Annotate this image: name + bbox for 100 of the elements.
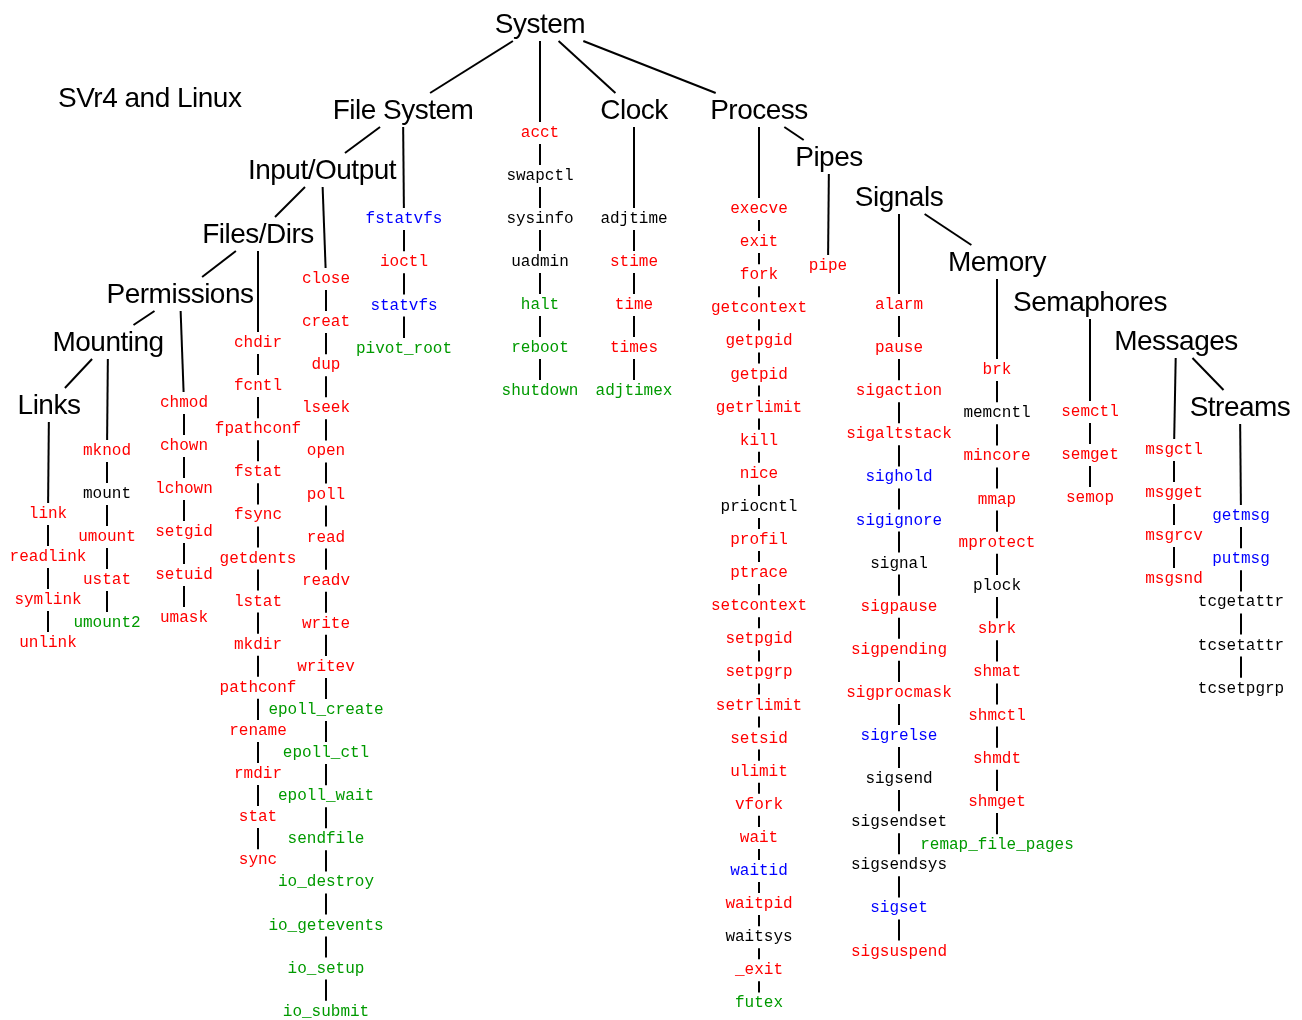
connector-line bbox=[898, 358, 900, 382]
connector-line bbox=[257, 827, 259, 851]
connector-line bbox=[758, 616, 760, 630]
category-heading: Links bbox=[17, 391, 81, 419]
connector-line bbox=[758, 947, 760, 961]
syscall-name: stat bbox=[238, 809, 278, 826]
syscall-name: setrlimit bbox=[715, 697, 803, 714]
connector-line bbox=[633, 126, 635, 209]
syscall-name: rmdir bbox=[234, 766, 282, 782]
syscall-name: chdir bbox=[234, 335, 282, 351]
connector-line bbox=[325, 504, 327, 528]
connector-line bbox=[325, 892, 327, 916]
syscall-name: dup bbox=[311, 357, 341, 374]
connector-line bbox=[325, 676, 327, 700]
connector-line bbox=[325, 720, 327, 744]
syscall-name: setgid bbox=[155, 524, 213, 540]
connector-line bbox=[257, 568, 259, 592]
connector-line bbox=[758, 483, 760, 497]
connector-line bbox=[132, 310, 156, 326]
syscall-name: msgctl bbox=[1145, 442, 1203, 458]
connector-line bbox=[758, 682, 760, 696]
syscall-name: write bbox=[302, 615, 350, 632]
connector-line bbox=[1240, 569, 1242, 593]
connector-line bbox=[325, 461, 327, 485]
connector-line bbox=[898, 789, 900, 813]
syscall-name: adjtime bbox=[600, 211, 668, 227]
syscall-name: fpathconf bbox=[214, 421, 302, 438]
syscall-name: pause bbox=[875, 340, 923, 357]
connector-line bbox=[257, 654, 259, 678]
connector-line bbox=[1173, 503, 1175, 526]
connector-line bbox=[758, 748, 760, 762]
connector-line bbox=[403, 315, 405, 339]
category-heading: Input/Output bbox=[247, 156, 397, 184]
syscall-name: io_setup bbox=[287, 960, 365, 977]
syscall-name: vfork bbox=[735, 796, 783, 813]
connector-line bbox=[257, 697, 259, 721]
syscall-name: lseek bbox=[302, 400, 350, 417]
connector-line bbox=[106, 358, 109, 441]
syscall-name: sysinfo bbox=[506, 211, 574, 227]
connector-line bbox=[257, 784, 259, 808]
connector-line bbox=[898, 918, 900, 942]
connector-line bbox=[758, 550, 760, 564]
syscall-name: unlink bbox=[19, 635, 77, 651]
syscall-name: fstatvfs bbox=[365, 211, 443, 227]
syscall-name: getmsg bbox=[1212, 508, 1270, 524]
syscall-name: mount bbox=[83, 486, 131, 502]
connector-line bbox=[758, 285, 760, 299]
syscall-name: epoll_create bbox=[268, 702, 384, 718]
syscall-name: sync bbox=[238, 852, 278, 869]
syscall-name: shutdown bbox=[501, 383, 579, 399]
syscall-name: reboot bbox=[511, 340, 569, 356]
syscall-name: fstat bbox=[234, 464, 282, 481]
syscall-name: fcntl bbox=[234, 378, 282, 395]
connector-line bbox=[325, 806, 327, 830]
syscall-name: sighold bbox=[865, 469, 933, 486]
syscall-name: msgsnd bbox=[1145, 571, 1203, 587]
connector-line bbox=[758, 351, 760, 365]
connector-line bbox=[63, 358, 94, 389]
connector-line bbox=[539, 229, 541, 252]
connector-line bbox=[325, 978, 327, 1002]
connector-line bbox=[758, 450, 760, 464]
syscall-name: shmdt bbox=[973, 750, 1021, 767]
syscall-name: sigset bbox=[870, 900, 928, 917]
connector-line bbox=[557, 40, 617, 94]
category-heading: Memory bbox=[947, 248, 1047, 276]
connector-line bbox=[758, 847, 760, 861]
connector-line bbox=[106, 590, 108, 613]
connector-line bbox=[325, 375, 327, 399]
syscall-name: fsync bbox=[234, 507, 282, 524]
syscall-name: close bbox=[302, 271, 350, 287]
connector-line bbox=[758, 417, 760, 431]
connector-line bbox=[996, 466, 998, 490]
syscall-name: ptrace bbox=[730, 565, 788, 582]
connector-line bbox=[257, 439, 259, 463]
connector-line bbox=[1191, 357, 1225, 391]
connector-line bbox=[996, 812, 998, 836]
syscall-name: poll bbox=[306, 486, 346, 503]
connector-line bbox=[758, 126, 760, 199]
connector-line bbox=[758, 252, 760, 266]
syscall-name: futex bbox=[735, 995, 783, 1012]
syscall-name: semctl bbox=[1061, 404, 1119, 420]
syscall-name: ioctl bbox=[380, 254, 428, 271]
syscall-name: sigsendsys bbox=[851, 857, 947, 874]
syscall-name: halt bbox=[520, 297, 560, 313]
syscall-name: waitsys bbox=[725, 929, 793, 946]
syscall-name: wait bbox=[739, 829, 779, 846]
connector-line bbox=[1089, 465, 1091, 488]
connector-line bbox=[183, 413, 185, 436]
connector-line bbox=[325, 547, 327, 571]
connector-line bbox=[758, 516, 760, 530]
syscall-name: setpgid bbox=[725, 631, 793, 648]
connector-line bbox=[325, 332, 327, 356]
connector-line bbox=[47, 610, 49, 633]
connector-line bbox=[758, 715, 760, 729]
syscall-name: kill bbox=[739, 432, 779, 449]
connector-line bbox=[325, 289, 327, 313]
category-heading: File System bbox=[332, 96, 474, 124]
connector-line bbox=[257, 250, 259, 333]
connector-line bbox=[106, 504, 108, 527]
category-heading: Streams bbox=[1189, 393, 1291, 421]
